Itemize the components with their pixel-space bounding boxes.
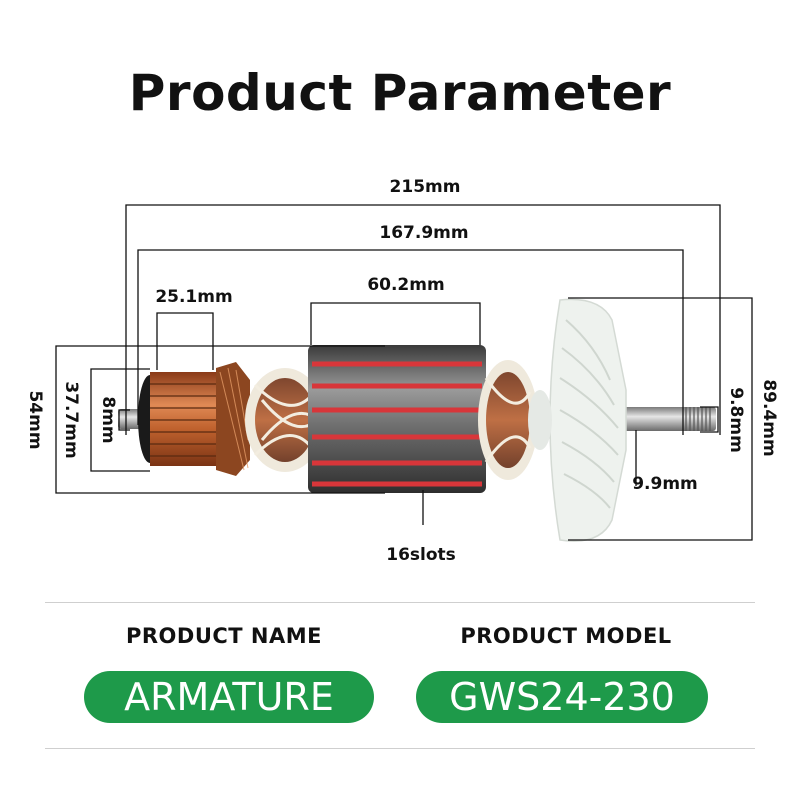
divider-bottom [45, 748, 755, 749]
page-title: Product Parameter [128, 64, 672, 122]
armature-diagram: 215mm 167.9mm 25.1mm 60.2mm 54mm 37.7mm … [25, 177, 779, 565]
product-model-label: PRODUCT MODEL [460, 624, 672, 648]
dim-rear-shaft-diameter: 8mm [98, 396, 118, 443]
cooling-fan [528, 298, 627, 542]
dim-front-thread-diameter: 9.8mm [726, 387, 746, 453]
divider-top [45, 602, 755, 603]
product-name-label: PRODUCT NAME [125, 624, 322, 648]
product-name-badge: ARMATURE [84, 671, 374, 723]
commutator-bars [150, 383, 216, 457]
armature-image [118, 298, 716, 542]
dim-commutator-diameter: 37.7mm [61, 381, 81, 458]
dim-commutator-length: 25.1mm [155, 287, 232, 307]
shaft-thread [685, 407, 711, 431]
dim-core-diameter: 54mm [25, 390, 45, 449]
armature-core [308, 345, 486, 493]
dim-shaft-length: 167.9mm [379, 223, 468, 243]
product-model-badge: GWS24-230 [416, 671, 708, 723]
dim-front-shaft-diameter: 9.9mm [632, 474, 698, 494]
dim-core-length: 60.2mm [367, 275, 444, 295]
commutator [150, 372, 216, 466]
dim-fan-diameter: 89.4mm [759, 379, 779, 456]
dimension-lines [55, 204, 753, 541]
core-slots [312, 361, 482, 487]
dim-slot-count: 16slots [386, 545, 456, 565]
dim-overall-length: 215mm [390, 177, 461, 197]
